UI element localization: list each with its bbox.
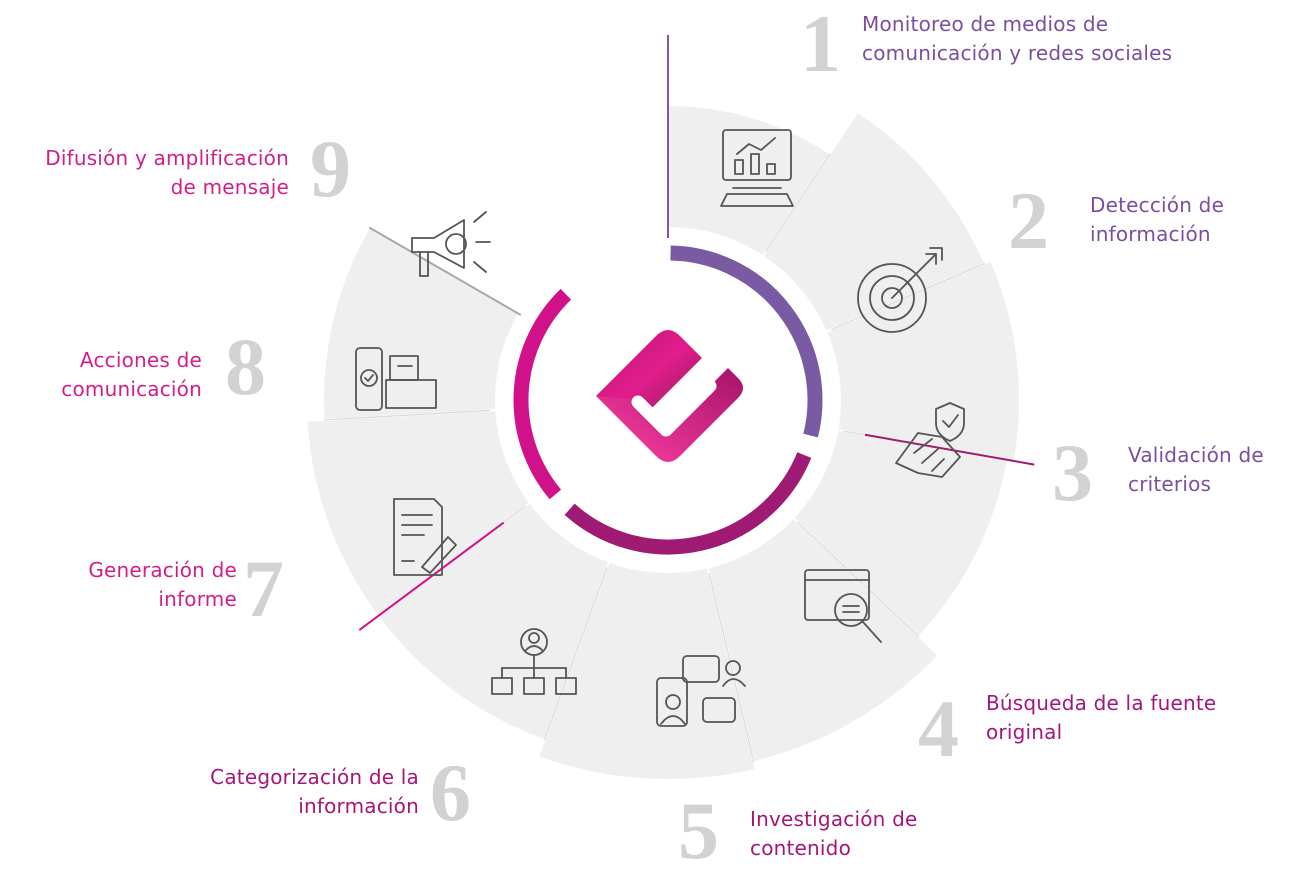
inner-arc-purple [670, 245, 823, 438]
wheel-segment-5 [706, 516, 940, 764]
step-number-5: 5 [678, 785, 719, 876]
step-label-7-line1: Generación de [88, 558, 237, 582]
step-label-8-line1: Acciones de [79, 348, 202, 372]
document-search-icon [804, 569, 882, 643]
step-number-6: 6 [430, 747, 471, 838]
step-label-6-line1: Categorización de la [210, 765, 419, 789]
step-label-2: Detección de información [1090, 191, 1224, 249]
step-label-4: Búsqueda de la fuente original [986, 689, 1216, 747]
wheel-segment-4 [791, 428, 1009, 639]
handshake-shield-icon [895, 402, 965, 478]
step-label-5-line1: Investigación de [750, 807, 918, 831]
step-number-7: 7 [243, 543, 284, 634]
chat-people-icon [656, 655, 746, 727]
accent-line-end [368, 226, 522, 316]
phone-printer-icon [355, 347, 437, 411]
step-number-4: 4 [918, 683, 959, 774]
segment-divider [323, 409, 491, 421]
step-label-7: Generación de informe [88, 556, 237, 614]
step-icons [355, 129, 965, 727]
wheel-segments [305, 103, 1021, 781]
step-label-4-line2: original [986, 720, 1063, 744]
step-label-3-line2: criterios [1128, 472, 1212, 496]
inner-arc-pink [513, 288, 572, 500]
step-label-3-line1: Validación de [1128, 443, 1264, 467]
step-label-7-line2: informe [158, 587, 237, 611]
check-logo-icon [536, 268, 800, 532]
step-number-9: 9 [310, 123, 351, 214]
wheel-segment-6 [536, 560, 757, 781]
step-label-8: Acciones de comunicación [61, 346, 202, 404]
step-number-1: 1 [800, 0, 841, 89]
step-number-3: 3 [1052, 427, 1093, 518]
accent-line-middle [864, 433, 1035, 466]
step-label-2-line1: Detección de [1090, 193, 1225, 217]
step-number-2: 2 [1008, 175, 1049, 266]
segment-divider [543, 567, 608, 741]
segment-divider [708, 573, 755, 763]
step-number-8: 8 [225, 321, 266, 412]
step-label-1-line2: comunicación y redes sociales [862, 41, 1173, 65]
wheel-segment-7 [376, 501, 611, 742]
step-label-1-line1: Monitoreo de medios de [862, 12, 1109, 36]
wheel-segment-2 [761, 110, 987, 334]
inner-arc-magenta [564, 452, 812, 555]
segment-divider [765, 153, 831, 252]
step-label-5: Investigación de contenido [750, 805, 918, 863]
wheel-segment-8 [305, 408, 532, 618]
step-label-6-line2: información [298, 794, 419, 818]
segment-divider [831, 262, 986, 331]
wheel-segment-9 [322, 226, 521, 422]
step-label-3: Validación de criterios [1128, 441, 1264, 499]
step-label-2-line2: información [1090, 222, 1211, 246]
accent-lines [358, 35, 1035, 631]
inner-progress-arcs [513, 245, 823, 555]
megaphone-icon [411, 211, 491, 277]
step-label-1: Monitoreo de medios de comunicación y re… [862, 10, 1172, 68]
step-label-9: Difusión y amplificación de mensaje [45, 144, 289, 202]
step-label-5-line2: contenido [750, 836, 852, 860]
accent-line-lower [358, 521, 505, 631]
monitor-chart-icon [720, 129, 794, 207]
step-label-9-line2: de mensaje [170, 175, 289, 199]
target-arrow-icon [857, 247, 943, 333]
document-pen-icon [393, 498, 457, 576]
step-label-8-line2: comunicación [61, 377, 202, 401]
org-chart-icon [491, 628, 577, 695]
step-label-4-line1: Búsqueda de la fuente [986, 691, 1217, 715]
step-label-9-line1: Difusión y amplificación [45, 146, 289, 170]
wheel-segment-3 [824, 259, 1021, 463]
step-label-6: Categorización de la información [210, 763, 419, 821]
